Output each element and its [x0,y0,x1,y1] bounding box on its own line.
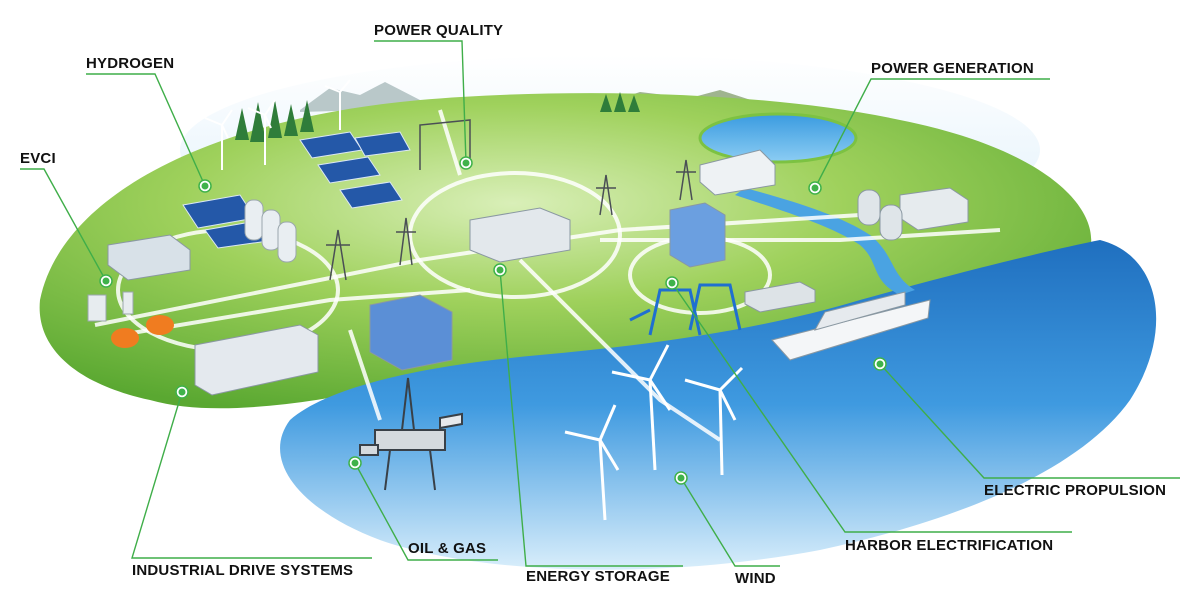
label-wind[interactable]: WIND [735,570,776,587]
label-power-quality[interactable]: POWER QUALITY [374,22,504,39]
hotspot-core-hydrogen [201,182,209,190]
callout-hotspots [99,156,887,485]
ev-charging-station [87,291,174,348]
leader-line-power-quality [374,40,467,164]
harbor-cranes [629,283,742,336]
hydrogen-tanks [244,199,297,263]
solar-farm [182,131,411,249]
callout-leader-lines [20,40,1180,567]
label-oil-gas[interactable]: OIL & GAS [408,540,487,557]
leader-line-power-generation [814,78,1050,189]
hotspot-core-industrial-drive-systems [178,388,186,396]
hotspot-core-power-generation [811,184,819,192]
hotspot-core-wind [677,474,685,482]
leader-line-energy-storage [499,269,683,567]
label-energy-storage[interactable]: ENERGY STORAGE [526,568,670,585]
label-electric-propulsion[interactable]: ELECTRIC PROPULSION [984,482,1167,499]
hotspot-core-electric-propulsion [876,360,884,368]
oil-rig [359,377,463,491]
leader-line-harbor-electrification [671,282,1072,533]
land-wind-turbines [204,79,351,170]
label-hydrogen[interactable]: HYDROGEN [86,55,175,72]
transmission-towers [326,119,696,281]
forest [235,92,640,142]
sea [280,240,1157,570]
label-harbor-electrification[interactable]: HARBOR ELECTRIFICATION [845,537,1054,554]
leader-line-wind [680,477,780,567]
hotspot-core-evci [102,277,110,285]
leader-line-hydrogen [86,73,206,187]
cruise-ship [771,291,931,361]
label-industrial-drive-systems[interactable]: INDUSTRIAL DRIVE SYSTEMS [132,562,354,579]
leader-line-electric-propulsion [879,363,1180,479]
leader-line-oil-gas [354,462,498,561]
offshore-wind-turbines [564,344,744,521]
hotspot-core-power-quality [462,159,470,167]
leader-line-industrial-drive-systems [131,391,372,559]
buildings [107,149,969,396]
hotspot-core-energy-storage [496,266,504,274]
label-evci[interactable]: EVCI [20,150,56,167]
label-power-generation[interactable]: POWER GENERATION [871,60,1034,77]
hotspot-core-harbor-electrification [668,279,676,287]
reservoir-lake [698,112,858,164]
leader-line-evci [20,168,107,282]
hotspot-core-oil-gas [351,459,359,467]
river [735,188,915,295]
